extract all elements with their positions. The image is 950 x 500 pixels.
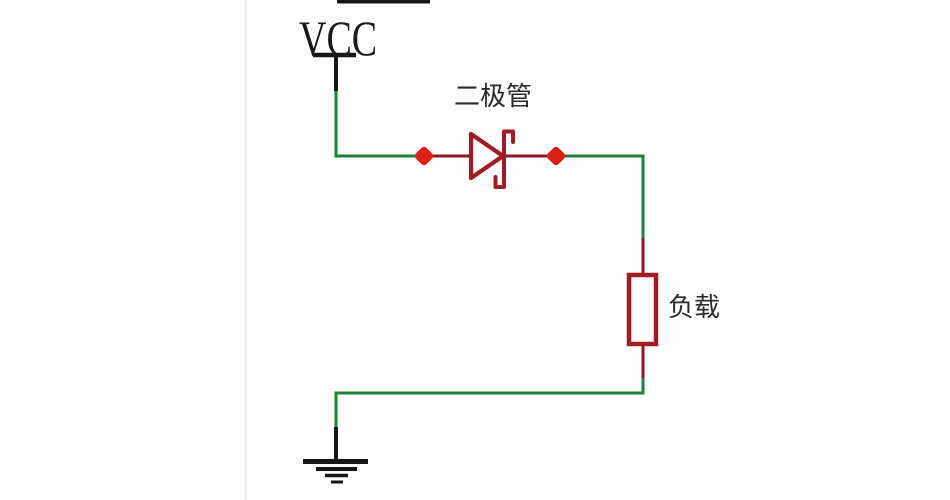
wire-cathode-dot-to-load	[565, 154, 645, 239]
junction-dot-cathode	[546, 146, 566, 166]
load-label: 负载	[668, 292, 721, 322]
schottky-diode-icon	[468, 129, 515, 189]
junction-dot-anode	[414, 146, 434, 166]
diode-anode-triangle	[468, 131, 506, 181]
power-label: VCC	[299, 10, 378, 66]
vcc-power-rail-icon	[313, 52, 356, 91]
earth-ground-icon	[303, 427, 368, 484]
diode-cathode-bar	[493, 129, 515, 189]
top-edge-artifact	[337, 0, 430, 4]
diode-label: 二极管	[454, 81, 533, 111]
wire-load-to-ground	[334, 377, 645, 429]
load-resistor-icon	[626, 272, 659, 347]
wire-vcc-to-anode-dot	[334, 88, 415, 158]
